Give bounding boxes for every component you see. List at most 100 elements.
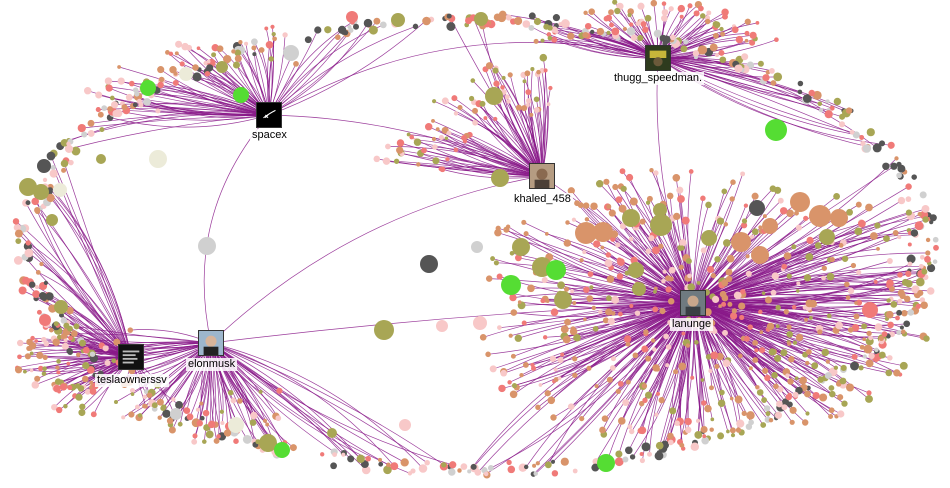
- cluster-node: [652, 246, 660, 254]
- cluster-node: [539, 383, 543, 387]
- fan-node: [614, 8, 620, 14]
- cluster-node: [659, 308, 665, 314]
- cluster-node: [790, 420, 795, 425]
- cluster-node: [527, 284, 535, 292]
- fan-node: [432, 157, 439, 164]
- cluster-node: [543, 335, 547, 339]
- hub-avatar-spacex[interactable]: [256, 102, 282, 128]
- fan-node: [121, 415, 125, 419]
- fan-node: [15, 366, 22, 373]
- fan-node: [270, 25, 274, 29]
- cluster-node: [681, 332, 685, 336]
- cluster-node: [727, 255, 735, 263]
- perimeter-node: [758, 61, 764, 67]
- perimeter-node: [36, 270, 41, 275]
- fan-node: [516, 105, 522, 111]
- cluster-node: [796, 334, 803, 341]
- cluster-node: [719, 390, 725, 396]
- fan-node: [508, 72, 513, 77]
- cluster-node: [674, 420, 680, 426]
- hub-avatar-thugg-speedman[interactable]: [645, 45, 671, 71]
- perimeter-node: [640, 452, 644, 456]
- perimeter-node: [314, 26, 321, 33]
- perimeter-node: [66, 142, 70, 146]
- graph-edge: [269, 115, 542, 176]
- fan-node: [662, 1, 667, 6]
- fan-node: [543, 24, 549, 30]
- perimeter-node: [859, 135, 864, 140]
- cluster-node: [803, 216, 808, 221]
- fan-node: [220, 410, 224, 414]
- hub-avatar-lanunge[interactable]: [680, 290, 706, 316]
- fan-node: [265, 423, 269, 427]
- fan-node: [483, 116, 487, 120]
- fan-node: [536, 70, 540, 74]
- cluster-node: [687, 274, 692, 279]
- cluster-node: [648, 235, 654, 241]
- perimeter-node: [457, 468, 461, 472]
- perimeter-node: [90, 351, 95, 356]
- perimeter-node: [244, 42, 248, 46]
- cluster-node: [732, 308, 737, 313]
- perimeter-node: [911, 229, 918, 236]
- perimeter-node: [863, 144, 872, 153]
- fan-node: [56, 370, 60, 374]
- cluster-node: [923, 335, 929, 341]
- perimeter-node: [839, 114, 845, 120]
- cluster-node: [616, 389, 621, 394]
- fan-node: [178, 422, 183, 427]
- perimeter-node: [380, 22, 387, 29]
- spacex-logo-icon: [257, 103, 281, 127]
- cluster-node: [649, 168, 653, 172]
- cluster-node: [730, 179, 736, 185]
- fan-node: [53, 385, 61, 393]
- fan-node: [197, 46, 201, 50]
- fan-node: [651, 0, 658, 6]
- cluster-node: [742, 218, 747, 223]
- fan-node: [534, 107, 540, 113]
- perimeter-node: [134, 91, 139, 96]
- cluster-node: [886, 298, 890, 302]
- cluster-node: [629, 429, 634, 434]
- perimeter-node: [324, 26, 331, 33]
- fan-node: [604, 16, 610, 22]
- cluster-node: [551, 308, 559, 316]
- cluster-node: [682, 217, 690, 225]
- fan-node: [416, 162, 420, 166]
- fan-node: [208, 421, 216, 429]
- fan-node: [173, 80, 179, 86]
- perimeter-node: [524, 465, 528, 469]
- perimeter-node: [710, 43, 718, 51]
- fan-node: [713, 21, 719, 27]
- cluster-node: [744, 203, 748, 207]
- cluster-node: [673, 369, 678, 374]
- cluster-node: [710, 418, 714, 422]
- cluster-node: [883, 235, 890, 242]
- fan-node: [266, 41, 274, 49]
- fan-node: [523, 79, 527, 83]
- perimeter-node: [905, 183, 911, 189]
- perimeter-node: [332, 452, 337, 457]
- fan-node: [114, 400, 118, 404]
- hub-avatar-teslaownerssv[interactable]: [118, 344, 144, 370]
- perimeter-node: [419, 464, 428, 473]
- cluster-node: [762, 368, 768, 374]
- cluster-node: [874, 222, 880, 228]
- cluster-node: [752, 193, 759, 200]
- perimeter-node: [553, 14, 560, 21]
- cluster-node: [701, 378, 705, 382]
- cluster-node: [773, 384, 779, 390]
- large-node: [346, 11, 358, 23]
- hub-avatar-khaled-458[interactable]: [529, 163, 555, 189]
- cluster-node: [752, 340, 758, 346]
- fan-node: [506, 99, 510, 103]
- cluster-node: [497, 274, 503, 280]
- large-node: [650, 214, 672, 236]
- fan-node: [774, 37, 779, 42]
- hub-avatar-elonmusk[interactable]: [198, 330, 224, 356]
- cluster-node: [898, 289, 905, 296]
- large-node: [473, 316, 487, 330]
- cluster-node: [583, 202, 589, 208]
- perimeter-node: [461, 463, 468, 470]
- cluster-node: [830, 257, 835, 262]
